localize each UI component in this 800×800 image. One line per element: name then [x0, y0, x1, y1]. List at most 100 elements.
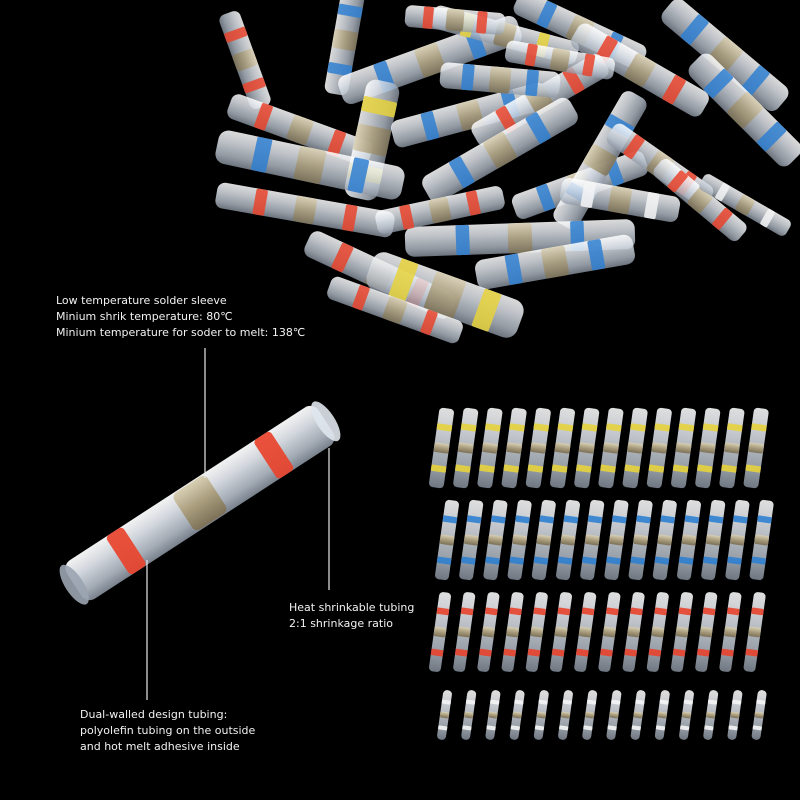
pile-tube	[219, 11, 271, 109]
pile-tube-band	[361, 96, 397, 118]
grid-tube	[727, 690, 743, 740]
pile-tube-band	[525, 69, 539, 97]
grid-tube-band	[697, 648, 710, 657]
grid-tube-band	[655, 725, 666, 731]
pile-tube-solder	[292, 195, 318, 225]
grid-tube-band	[630, 556, 645, 565]
grid-tube-band	[581, 607, 595, 616]
grid-tube	[501, 407, 527, 489]
grid-tube-band	[465, 699, 476, 705]
grid-tube	[598, 592, 621, 672]
pile-tube-solder	[727, 92, 763, 128]
grid-tube	[677, 499, 701, 581]
grid-tube-solder	[578, 442, 595, 454]
pile-tube	[404, 5, 506, 35]
grid-tube-band	[654, 423, 670, 432]
grid-tube	[483, 499, 508, 581]
pile-tube-band	[741, 65, 770, 96]
pile-tube-solder	[687, 187, 713, 213]
hero-red-band	[106, 527, 146, 575]
grid-tube	[453, 592, 476, 672]
grid-tube	[574, 592, 597, 672]
pile-tube-solder	[286, 115, 314, 145]
grid-tube	[671, 592, 693, 672]
grid-tube	[525, 407, 551, 489]
grid-tube-solder	[699, 626, 713, 638]
grid-tube-band	[479, 464, 495, 473]
grid-tube-band	[612, 515, 627, 524]
grid-tube	[604, 499, 629, 581]
pile-tube-solder	[483, 132, 517, 168]
pile-tube-band	[524, 43, 538, 67]
grid-tube	[525, 592, 548, 672]
pile-tube-band	[580, 180, 596, 208]
grid-tube-band	[514, 699, 524, 705]
grid-tube-band	[562, 699, 572, 705]
grid-tube-solder	[730, 534, 745, 546]
grid-tube-band	[624, 464, 640, 473]
pile-tube	[215, 130, 405, 200]
grid-tube-band	[586, 699, 597, 705]
grid-tube-band	[533, 423, 549, 432]
grid-tube-band	[702, 423, 719, 432]
grid-tube-band	[460, 607, 474, 616]
grid-tube-band	[624, 648, 637, 657]
pile-tube-solder	[583, 144, 617, 176]
pile-tube-solder	[353, 123, 391, 157]
grid-tube	[461, 690, 477, 740]
callout-line: Minium temperature for soder to melt: 13…	[56, 326, 306, 339]
pile-tube-band	[465, 190, 481, 216]
grid-tube	[646, 407, 672, 489]
grid-tube-solder	[651, 626, 665, 638]
grid-tube-solder	[554, 626, 568, 638]
grid-tube-band	[460, 423, 477, 432]
grid-tube-band	[442, 515, 458, 524]
hero-tube-end	[311, 401, 341, 442]
pile-tube-band	[471, 288, 502, 332]
tube-assortment-grid	[429, 407, 774, 740]
grid-tube-solder	[609, 534, 624, 546]
grid-tube-solder	[530, 626, 544, 638]
grid-tube-solder	[603, 626, 616, 638]
grid-tube-band	[636, 515, 651, 524]
pile-tube-band	[536, 183, 555, 212]
grid-tube-band	[630, 423, 646, 432]
grid-tube	[652, 499, 677, 581]
pile-tube	[327, 276, 463, 344]
pile-tube	[653, 158, 747, 242]
grid-tube-band	[479, 648, 492, 657]
grid-tube	[429, 592, 451, 672]
pile-tube-solder	[382, 296, 408, 324]
pile-tube-band	[347, 157, 370, 194]
grid-tube	[435, 499, 459, 581]
pile-tube-band	[525, 112, 551, 144]
pile-tube-band	[461, 63, 475, 91]
grid-tube-solder	[560, 534, 576, 546]
grid-tube-solder	[433, 442, 450, 454]
pile-tube-solder	[445, 8, 465, 32]
grid-tube-band	[727, 556, 742, 565]
grid-tube-band	[751, 423, 767, 432]
pile-tube-band	[342, 204, 358, 232]
pile-tube-solder	[735, 194, 755, 216]
pile-tube-band	[662, 75, 686, 105]
grid-tube-band	[436, 607, 450, 616]
grid-tube-solder	[463, 534, 479, 546]
pile-tube-band	[587, 239, 606, 271]
grid-tube-band	[678, 607, 692, 616]
grid-tube-solder	[530, 442, 547, 454]
grid-tube-solder	[536, 534, 552, 546]
grid-tube-band	[462, 725, 472, 731]
grid-tube-band	[745, 464, 761, 473]
grid-tube-band	[672, 464, 689, 473]
grid-tube	[485, 690, 501, 740]
grid-tube	[558, 690, 573, 740]
grid-tube-band	[510, 725, 520, 731]
featured-solder-sleeve	[59, 401, 341, 605]
pile-tube-band	[455, 224, 470, 256]
solder-sleeve-callout: Low temperature solder sleeve Minium shr…	[56, 293, 305, 341]
pile-tube-band	[422, 6, 434, 29]
grid-tube-solder	[754, 711, 764, 719]
grid-tube-band	[703, 556, 718, 565]
